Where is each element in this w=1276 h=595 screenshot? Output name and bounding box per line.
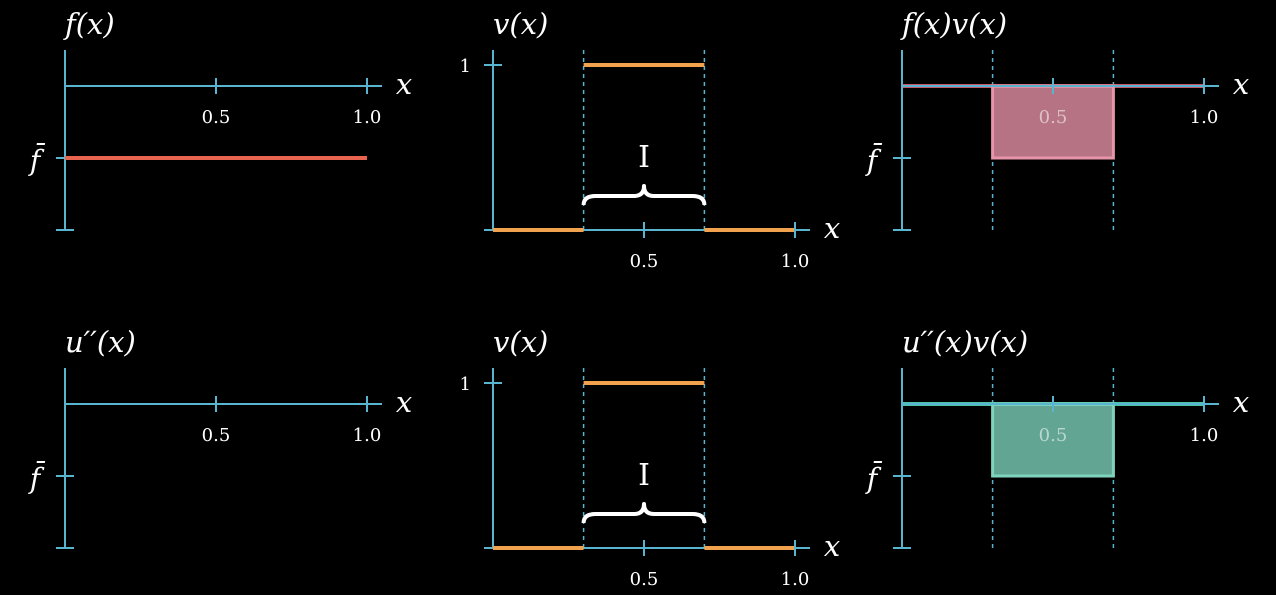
fbar-label: f̄ [28,142,46,177]
x-axis-label: x [1233,67,1249,101]
x-axis-label: x [396,67,412,101]
interval-label: I [638,458,650,493]
interval-brace [581,184,707,206]
x-tick-label: 1.0 [353,107,382,128]
x-tick-label: 0.5 [202,425,231,446]
panel-title: u′′(x)v(x) [902,325,1028,359]
x-tick-label: 0.5 [202,107,231,128]
fbar-label: f̄ [865,460,883,495]
panel-uppv: u′′(x)v(x) 0.5 1.0 x f̄ [865,325,1249,549]
panel-title: u′′(x) [65,325,136,359]
x-tick-label: 0.5 [630,569,659,590]
x-axis-label: x [1233,385,1249,419]
x-tick-label: 1.0 [781,569,810,590]
x-axis-label: x [824,529,840,563]
x-tick-label: 0.5 [630,251,659,272]
interval-brace [581,502,707,524]
x-tick-label: 1.0 [1190,107,1219,128]
panel-title: v(x) [493,325,548,359]
panel-f: f(x) 0.5 1.0 x f̄ [28,7,412,231]
panel-title: f(x)v(x) [900,7,1007,41]
fbar-label: f̄ [28,460,46,495]
x-tick-label: 0.5 [1039,425,1068,446]
panel-v_bottom: v(x) 0.5 1.0 x 1I [460,325,841,590]
panel-title: v(x) [493,7,548,41]
panel-v_top: v(x) 0.5 1.0 x 1I [460,7,841,272]
y-tick-label: 1 [460,56,471,77]
panel-title: f(x) [63,7,115,41]
y-tick-label: 1 [460,374,471,395]
fbar-label: f̄ [865,142,883,177]
panel-fv: f(x)v(x) 0.5 1.0 x f̄ [865,7,1249,231]
panel-upp: u′′(x) 0.5 1.0 x f̄ [28,325,412,549]
x-tick-label: 1.0 [353,425,382,446]
x-tick-label: 0.5 [1039,107,1068,128]
product-area [991,402,1115,478]
interval-label: I [638,140,650,175]
x-tick-label: 1.0 [781,251,810,272]
x-axis-label: x [824,211,840,245]
x-tick-label: 1.0 [1190,425,1219,446]
x-axis-label: x [396,385,412,419]
